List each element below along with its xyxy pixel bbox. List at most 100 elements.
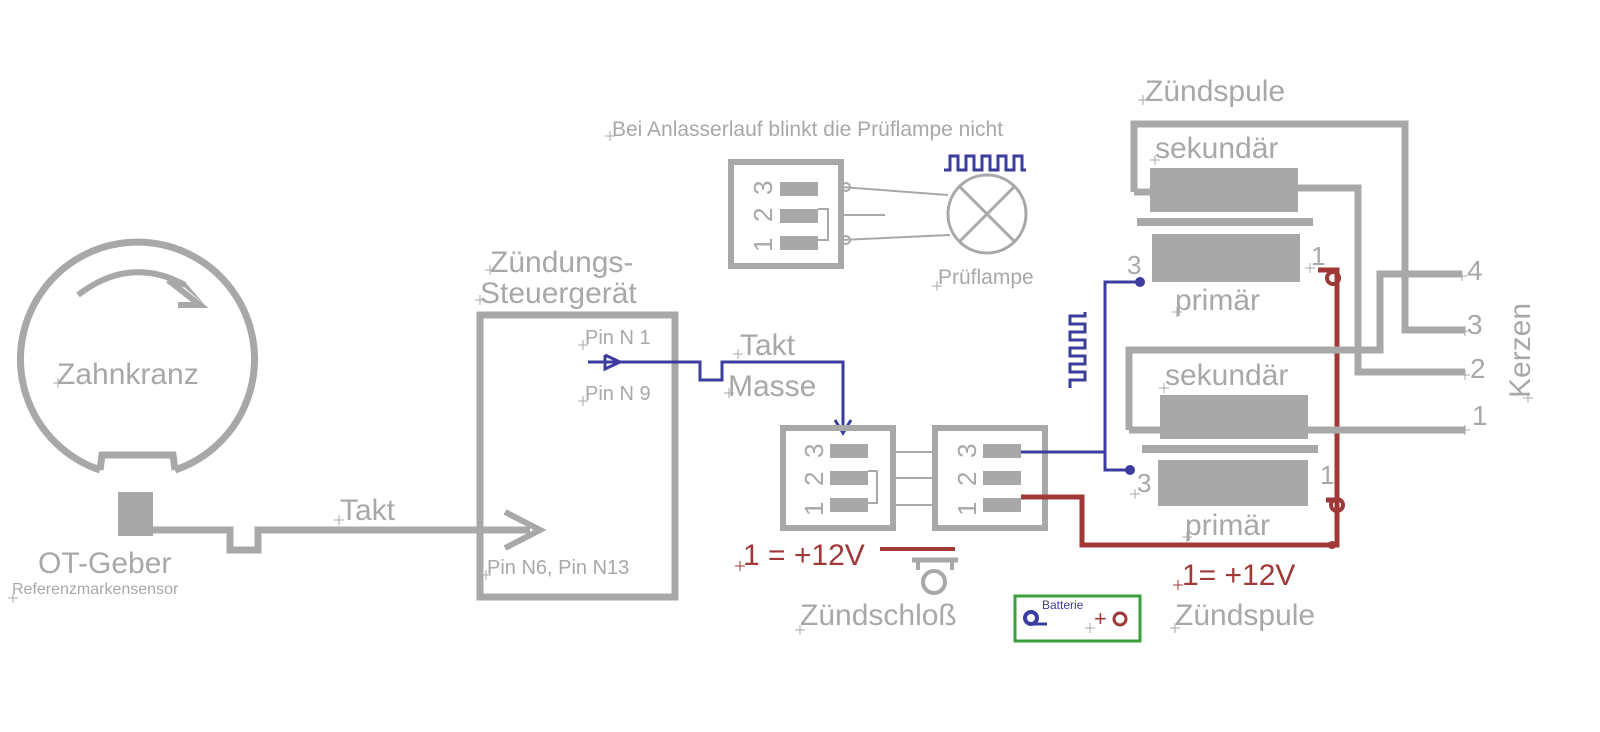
masse-label: Masse bbox=[728, 370, 816, 403]
steuergeraet-box bbox=[476, 311, 679, 601]
connector-right-box bbox=[932, 425, 1048, 531]
pin-n6-n13-label: Pin N6, Pin N13 bbox=[487, 557, 629, 579]
sekundar-top-label: sekundär bbox=[1155, 132, 1278, 165]
kerzen: 4 3 2 1 Kerzen bbox=[1457, 255, 1537, 435]
top-coil-pin3: 3 bbox=[1127, 250, 1141, 280]
kerzen-label: Kerzen bbox=[1504, 303, 1537, 398]
connector-right: 3 2 1 bbox=[932, 425, 1048, 531]
steuergeraet-title-2: Steuergerät bbox=[480, 277, 637, 310]
top-coil-pin1: 1 bbox=[1311, 241, 1325, 271]
secondary-top-winding bbox=[1150, 168, 1298, 212]
ot-geber-sensor: OT-Geber Referenzmarkensensor bbox=[8, 492, 179, 603]
primary-top-winding bbox=[1152, 234, 1300, 282]
coil-signal-wire bbox=[1021, 277, 1145, 475]
rotation-arrowhead bbox=[170, 275, 205, 305]
connector-right-pin-3 bbox=[983, 444, 1021, 458]
primar-bottom-label: primär bbox=[1185, 509, 1270, 542]
bottom-coil-pin3: 3 bbox=[1137, 468, 1151, 498]
takt-wire-lower: Takt bbox=[153, 494, 547, 554]
key-icon bbox=[921, 569, 947, 595]
connector-left-pin-3 bbox=[830, 444, 868, 458]
sensor-signal-arrow bbox=[503, 509, 547, 551]
connector-takt-arrow bbox=[833, 419, 853, 436]
pin-n1-label: Pin N 1 bbox=[585, 327, 651, 349]
steuergeraet-title-1: Zündungs- bbox=[490, 246, 633, 279]
connector-right-pin2-label: 2 bbox=[952, 472, 982, 486]
power-wire: 1 = +12V 1= +12V bbox=[735, 267, 1345, 592]
pin-n9-label: Pin N 9 bbox=[585, 383, 651, 405]
takt-wire-upper: Takt Masse bbox=[588, 329, 853, 436]
coil-power-wire bbox=[1021, 267, 1340, 548]
bottom-coil-pin1: 1 bbox=[1320, 460, 1334, 490]
pruflampe-wire-top bbox=[840, 186, 949, 196]
blink-pulse-icon bbox=[944, 154, 1026, 172]
pruflampe-note: Bei Anlasserlauf blinkt die Prüflampe ni… bbox=[612, 118, 1003, 141]
plus12-left-label: 1 = +12V bbox=[743, 539, 865, 572]
steuergeraet: Zündungs- Steuergerät Pin N 1 Pin N 9 Pi… bbox=[475, 246, 679, 601]
rotation-arrow bbox=[76, 269, 187, 298]
kerze-pin-3: 3 bbox=[1467, 309, 1483, 340]
sensor-block bbox=[118, 492, 153, 536]
connector-right-pin1-label: 1 bbox=[952, 502, 982, 516]
zundspule-top-label: Zündspule bbox=[1145, 75, 1285, 108]
connector-left-pin-2 bbox=[830, 471, 868, 485]
connector-right-pin-1 bbox=[983, 498, 1021, 512]
rotation-arrowhead-outline bbox=[166, 277, 209, 308]
pruflampe-pin1-label: 1 bbox=[748, 238, 778, 252]
coil-signal-wire-top bbox=[1021, 280, 1140, 454]
pruflampe-pin2-label: 2 bbox=[748, 208, 778, 222]
pruflampe-pin-2 bbox=[780, 209, 818, 223]
zundspule-bottom-label: Zündspule bbox=[1175, 599, 1315, 632]
zahnkranz-ring bbox=[17, 238, 258, 474]
primar-top-label: primär bbox=[1175, 284, 1260, 317]
batterie: Batterie + bbox=[1013, 594, 1142, 643]
connector-right-pin3-label: 3 bbox=[952, 444, 982, 458]
lamp-icon bbox=[946, 173, 1028, 255]
plus12-right-label: 1= +12V bbox=[1182, 559, 1295, 592]
kerze-pin-4: 4 bbox=[1467, 255, 1483, 286]
connector-right-pin-2 bbox=[983, 471, 1021, 485]
sekundar-bottom-label: sekundär bbox=[1165, 359, 1288, 392]
zahnkranz-notch bbox=[96, 451, 179, 471]
zahnkranz-label: Zahnkranz bbox=[57, 358, 199, 391]
pruflampe-pin-1 bbox=[780, 236, 818, 250]
pruflampe-pin-3 bbox=[780, 182, 818, 196]
zundschloss-label: Zündschloß bbox=[800, 599, 957, 632]
ot-geber-label: OT-Geber bbox=[38, 547, 171, 580]
pruflampe-wire-bottom bbox=[840, 234, 951, 241]
zundspule-bottom: sekundär 3 1 primär Zündspule bbox=[1125, 270, 1465, 633]
takt-lower-label: Takt bbox=[340, 494, 396, 527]
sensor-signal-wire bbox=[153, 526, 530, 554]
batterie-label: Batterie bbox=[1042, 598, 1084, 612]
controller-takt-wire bbox=[588, 360, 845, 430]
zundschloss: Zündschloß bbox=[795, 547, 958, 635]
connector-left-pin-1 bbox=[830, 498, 868, 512]
secondary-top-outer-wire bbox=[1130, 120, 1465, 334]
kerze-pin-1: 1 bbox=[1472, 400, 1488, 431]
connector-left-pin2-label: 2 bbox=[799, 472, 829, 486]
secondary-top-to-plug bbox=[1298, 184, 1465, 376]
coil-pulse-icon bbox=[1068, 312, 1087, 388]
zahnkranz: Zahnkranz bbox=[17, 238, 258, 474]
connector-left: 3 2 1 bbox=[780, 425, 896, 531]
pruflampe-pin3-label: 3 bbox=[748, 181, 778, 195]
controller-takt-arrow bbox=[603, 353, 624, 372]
pruflampe-bridge bbox=[818, 208, 829, 241]
connector-left-pin1-label: 1 bbox=[799, 502, 829, 516]
connector-left-pin3-label: 3 bbox=[799, 444, 829, 458]
takt-upper-label: Takt bbox=[740, 329, 796, 362]
pruflampe-block: Bei Anlasserlauf blinkt die Prüflampe ni… bbox=[605, 118, 1034, 291]
batterie-plus-terminal bbox=[1112, 611, 1128, 627]
secondary-bottom-winding bbox=[1160, 395, 1308, 439]
coil-signal-wire-bottom bbox=[1103, 452, 1130, 472]
kerze-pin-2: 2 bbox=[1470, 353, 1486, 384]
connector-wires-middle bbox=[893, 451, 935, 506]
pruflampe-label: Prüflampe bbox=[938, 266, 1034, 289]
batterie-minus-terminal bbox=[1023, 610, 1039, 626]
primary-bottom-winding bbox=[1158, 460, 1308, 506]
referenzmarkensensor-label: Referenzmarkensensor bbox=[12, 581, 179, 598]
secondary-bottom-outer-wire bbox=[1125, 270, 1462, 430]
zundspule-top: Zündspule sekundär 3 1 primär bbox=[1127, 75, 1465, 376]
